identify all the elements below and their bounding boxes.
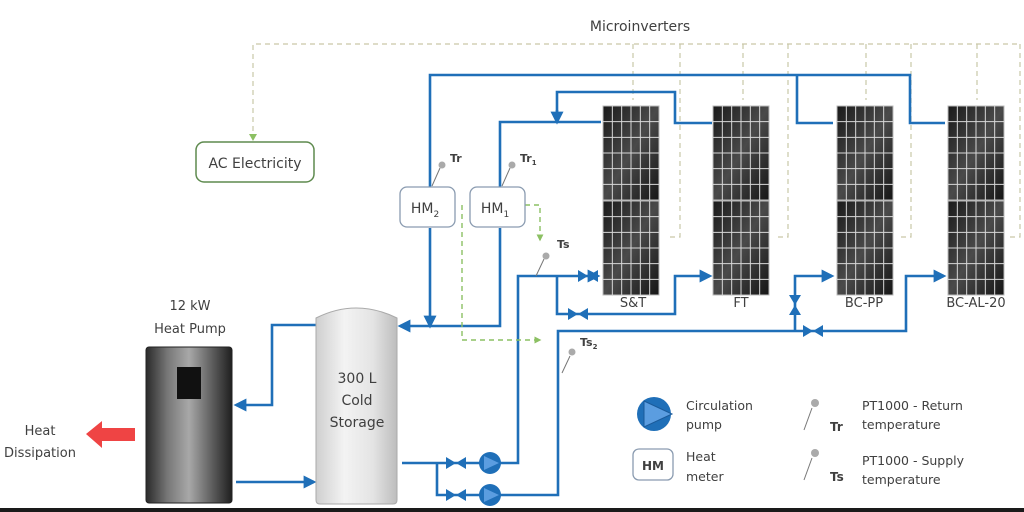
heat-dissipation: Heat Dissipation — [4, 421, 135, 461]
microinverter-wiring: Microinverters — [249, 19, 1021, 238]
heat-meter-hm2: HM2 — [399, 186, 456, 228]
valve-icon — [803, 325, 823, 337]
pvt-module-icon — [602, 200, 660, 296]
svg-text:Cold: Cold — [341, 393, 372, 409]
valve-icon — [789, 295, 801, 315]
collector-array — [836, 105, 894, 296]
svg-text:Ts2: Ts2 — [580, 336, 598, 351]
valve-icon — [568, 308, 588, 320]
collector-array — [602, 105, 660, 296]
microinverters-label: Microinverters — [590, 19, 690, 35]
heat-arrow-icon — [86, 421, 135, 448]
collector-label-bc-pp: BC-PP — [845, 296, 883, 311]
collector-label-st: S&T — [620, 296, 646, 311]
svg-text:meter: meter — [686, 469, 724, 484]
svg-text:Circulation: Circulation — [686, 398, 753, 413]
circulation-pump — [479, 484, 501, 506]
svg-text:PT1000 - Return: PT1000 - Return — [862, 398, 963, 413]
svg-text:Ts: Ts — [830, 470, 844, 484]
collector-array — [712, 105, 770, 296]
cold-storage-tank: 300 L Cold Storage — [315, 307, 398, 505]
legend-heat-meter: HM Heat meter — [632, 448, 724, 484]
svg-text:Tr: Tr — [830, 420, 843, 434]
collector-label-ft: FT — [733, 296, 748, 311]
svg-text:temperature: temperature — [862, 472, 941, 487]
legend: Circulation pump HM Heat meter Tr PT1000… — [632, 397, 965, 487]
svg-text:Tr1: Tr1 — [520, 152, 537, 167]
sensor-tr: Tr — [431, 152, 462, 187]
svg-text:Heat: Heat — [686, 449, 716, 464]
circulation-pump — [479, 452, 501, 474]
legend-pump: Circulation pump — [637, 397, 753, 432]
pvt-module-icon — [712, 200, 770, 296]
pvt-module-icon — [836, 200, 894, 296]
legend-supply-sensor: Ts PT1000 - Supply temperature — [803, 449, 965, 487]
svg-text:HM: HM — [642, 459, 664, 473]
pvt-module-icon — [947, 200, 1005, 296]
valve-icon — [446, 489, 466, 501]
heat-pump: 12 kW Heat Pump — [145, 299, 233, 504]
thermometer-probe-icon — [811, 399, 819, 407]
pvt-module-icon — [836, 105, 894, 201]
collector-array — [947, 105, 1005, 296]
svg-text:temperature: temperature — [862, 417, 941, 432]
ac-electricity-label: AC Electricity — [208, 156, 301, 172]
sensor-ts: Ts — [535, 238, 570, 277]
svg-text:Dissipation: Dissipation — [4, 446, 76, 461]
svg-text:Storage: Storage — [330, 415, 385, 431]
svg-text:pump: pump — [686, 417, 722, 432]
pvt-module-icon — [947, 105, 1005, 201]
svg-text:HM2: HM2 — [411, 201, 439, 220]
pipe-network — [233, 73, 947, 497]
svg-text:Heat: Heat — [25, 424, 56, 439]
sensor-ts2: Ts2 — [561, 336, 598, 374]
svg-text:Heat Pump: Heat Pump — [154, 322, 226, 337]
valve-icon — [446, 457, 466, 469]
pvt-module-icon — [712, 105, 770, 201]
collector-label-bc-al-20: BC-AL-20 — [946, 296, 1005, 311]
thermometer-probe-icon — [811, 449, 819, 457]
svg-text:12 kW: 12 kW — [169, 299, 210, 314]
svg-text:PT1000 - Supply: PT1000 - Supply — [862, 453, 965, 468]
valves — [446, 270, 823, 501]
collector-arrays — [602, 105, 1005, 296]
legend-return-sensor: Tr PT1000 - Return temperature — [803, 398, 963, 434]
svg-text:Tr: Tr — [450, 152, 462, 165]
svg-text:300 L: 300 L — [338, 371, 377, 387]
ac-electricity-box: AC Electricity — [195, 141, 315, 183]
svg-text:HM1: HM1 — [481, 201, 509, 220]
bottom-bar — [0, 508, 1024, 512]
valve-icon — [578, 270, 598, 282]
svg-text:Ts: Ts — [557, 238, 570, 251]
heat-meter-hm1: HM1 — [469, 186, 526, 228]
pvt-module-icon — [602, 105, 660, 201]
heat-pump-display — [177, 367, 201, 399]
sensor-tr1: Tr1 — [501, 152, 537, 187]
